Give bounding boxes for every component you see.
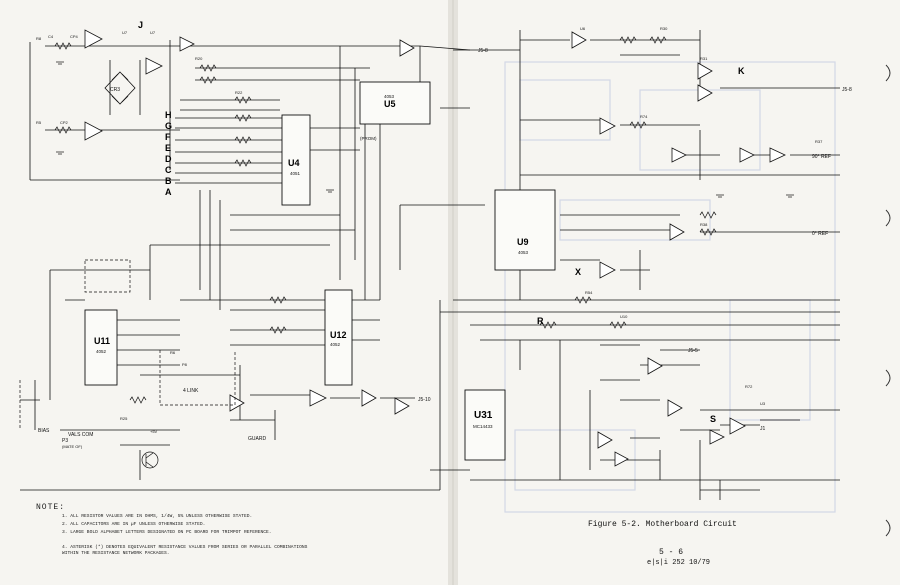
ic-boxes — [84, 81, 556, 461]
note-item-3: 3. LARGE BOLD ALPHABET LETTERS DESIGNATE… — [62, 530, 272, 535]
signal-guard: GUARD — [248, 436, 266, 442]
trimpot-letter-b: B — [165, 176, 172, 186]
small-refs: R8 C4 CP4 R5 CP2 U7 U7 R20 R22 U6 R30 R3… — [36, 26, 823, 434]
u4-part-label: 4051 — [290, 171, 301, 176]
signal-j5-8-left: J5-8 — [478, 48, 488, 54]
ic-u5-box — [359, 81, 431, 125]
p3-text-label: (MATE OF) — [62, 444, 83, 449]
ref-u10: U10 — [620, 314, 628, 319]
signal-j1: J1 — [760, 426, 766, 432]
trimpot-letter-x: X — [575, 267, 581, 277]
ref-r22: R22 — [235, 90, 243, 95]
op-amps — [84, 29, 786, 467]
signal-vals-com: VALS COM — [68, 432, 93, 438]
trimpot-letter-e: E — [165, 143, 171, 153]
ic-labels: U4 4051 U5 4053 (PROM) U9 4053 U11 4052 … — [38, 87, 529, 449]
page-number: 5 - 6 — [659, 548, 684, 557]
shield-dashed — [19, 259, 236, 430]
u5-note-label: (PROM) — [360, 136, 377, 141]
u5-part-label: 4053 — [384, 94, 395, 99]
cr3-label: CR3 — [110, 87, 120, 93]
ref-r6: R6 — [170, 350, 176, 355]
u9-ref-label: U9 — [517, 237, 529, 247]
ref-cp2: CP2 — [60, 120, 69, 125]
pcb-ghost-outline — [504, 61, 836, 513]
note-item-2: 2. ALL CAPACITORS ARE IN µF UNLESS OTHER… — [62, 522, 206, 527]
ref-r25: R25 — [120, 416, 128, 421]
ic-u31-box — [464, 389, 506, 461]
trimpot-letter-j: J — [138, 20, 143, 30]
signal-90-ref: 90° REF — [812, 154, 831, 160]
ref-cp4: CP4 — [70, 34, 79, 39]
ic-u4-box — [281, 114, 311, 206]
signal-j5-10: J5-10 — [418, 397, 431, 403]
signal-j5-8-right: J5-8 — [842, 87, 852, 93]
ref-r20: R20 — [195, 56, 203, 61]
ref-r54: R54 — [585, 290, 593, 295]
trimpot-letter-s: S — [710, 414, 716, 424]
u12-part-label: 4052 — [330, 342, 341, 347]
ref-u7: U7 — [122, 30, 128, 35]
trimpot-letters: J H G F E D C B A K X R S — [138, 20, 745, 424]
figure-caption: Figure 5-2. Motherboard Circuit — [588, 520, 737, 529]
trimpot-letter-h: H — [165, 110, 172, 120]
ic-u11-box — [84, 309, 118, 386]
ref-u7b: U7 — [150, 30, 156, 35]
wiring — [20, 30, 840, 500]
u12-ref-label: U12 — [330, 330, 347, 340]
ref-r37: R37 — [815, 139, 823, 144]
trimpot-letter-g: G — [165, 121, 172, 131]
u4-ref-label: U4 — [288, 158, 300, 168]
p3-ref-label: P3 — [62, 438, 68, 444]
ic-u12-box — [324, 289, 353, 386]
signal-4-link: 4 LINK — [183, 388, 199, 394]
ref-r30: R30 — [660, 26, 668, 31]
ref-r8: R8 — [36, 36, 42, 41]
ref-r38: R38 — [700, 222, 708, 227]
u5-ref-label: U5 — [384, 99, 396, 109]
document-id: e|s|i 252 10/79 — [647, 559, 711, 567]
ref-p8: P8 — [182, 362, 188, 367]
ref-u3: U3 — [760, 401, 766, 406]
ref-r72: R72 — [745, 384, 753, 389]
u11-ref-label: U11 — [94, 336, 110, 346]
ref-r5: R5 — [36, 120, 42, 125]
resistors — [54, 36, 717, 404]
note-item-1: 1. ALL RESISTOR VALUES ARE IN OHMS, 1/4W… — [62, 514, 253, 519]
ground-symbols — [56, 61, 794, 198]
ref-r31: R31 — [700, 56, 708, 61]
diode-bridge-cr3 — [104, 71, 136, 105]
notes-title: NOTE: — [36, 503, 66, 512]
note-item-4: 4. ASTERISK (*) DENOTES EQUIVALENT RESIS… — [62, 545, 308, 556]
ref-c4: C4 — [48, 34, 54, 39]
ref-p2: +5V — [150, 429, 158, 434]
u31-part-label: MC14433 — [473, 424, 493, 429]
u31-ref-label: U31 — [474, 410, 493, 421]
trimpot-letter-c: C — [165, 165, 172, 175]
u11-part-label: 4052 — [96, 349, 107, 354]
ref-u6a: U6 — [580, 26, 586, 31]
trimpot-letter-k: K — [738, 66, 745, 76]
transistor-2n3906 — [141, 451, 159, 469]
ic-u9-box — [494, 189, 556, 271]
binder-marks — [885, 64, 891, 537]
trimpot-letter-f: F — [165, 132, 171, 142]
u9-part-label: 4053 — [518, 250, 529, 255]
signal-labels: J5-8 J5-8 90° REF 0° REF J5-10 J5-5 GUAR… — [68, 48, 852, 442]
signal-0-ref: 0° REF — [812, 231, 828, 237]
bias-label: BIAS — [38, 428, 50, 434]
ref-r74: R74 — [640, 114, 648, 119]
trimpot-letter-a: A — [165, 187, 172, 197]
trimpot-letter-r: R — [537, 316, 544, 326]
trimpot-letter-d: D — [165, 154, 172, 164]
signal-j5-5: J5-5 — [688, 348, 698, 354]
